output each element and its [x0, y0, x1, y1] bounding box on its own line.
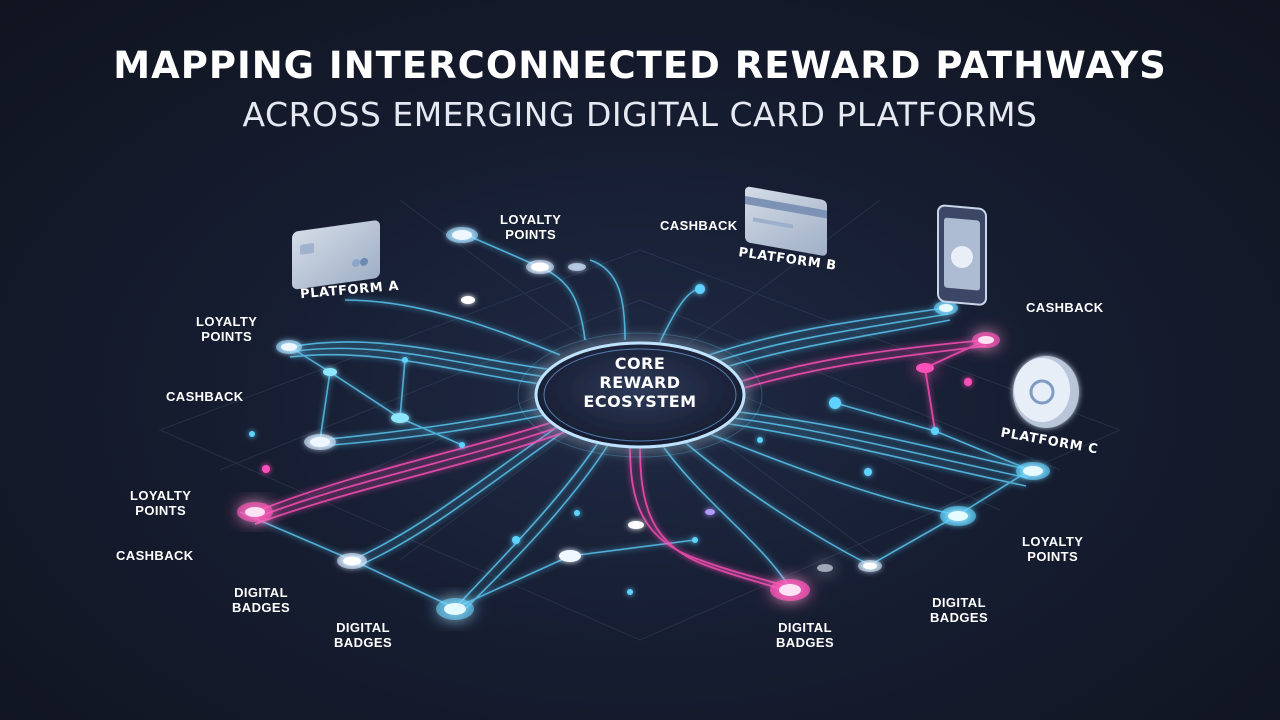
node-loyalty-left — [276, 340, 302, 354]
label-cashback-left: CASHBACK — [166, 389, 244, 404]
title-block: MAPPING INTERCONNECTED REWARD PATHWAYS A… — [0, 40, 1280, 138]
page-title: MAPPING INTERCONNECTED REWARD PATHWAYS — [113, 44, 1167, 87]
node-platform-b — [934, 301, 958, 315]
scatter-dots — [249, 284, 939, 595]
page-subtitle: ACROSS EMERGING DIGITAL CARD PLATFORMS — [242, 95, 1038, 134]
core-reward-ecosystem — [517, 332, 763, 458]
node-mid-bottom — [559, 509, 715, 562]
node-loyalty-left-low — [237, 502, 273, 522]
node-loyalty-top — [446, 227, 478, 243]
node-inner-left — [323, 368, 409, 423]
platform-a-card — [292, 220, 380, 290]
label-cashback-top: CASHBACK — [660, 218, 738, 233]
node-cashback-left-low — [337, 553, 367, 569]
phone-icon — [937, 204, 987, 306]
scatter-dots-magenta — [262, 378, 972, 473]
node-badges-bottom — [770, 564, 833, 601]
node-loyalty-right — [940, 506, 976, 526]
node-badges-bottom-left — [436, 598, 474, 620]
node-cashback-left — [304, 434, 336, 450]
core-label: CORE REWARD ECOSYSTEM — [570, 354, 710, 411]
node-cashback-top — [526, 260, 586, 274]
core-label-line2: REWARD — [599, 373, 681, 392]
node-cashback-right — [916, 332, 1000, 373]
core-label-line3: ECOSYSTEM — [583, 392, 697, 411]
node-platform-c — [1016, 462, 1050, 480]
label-cashback-right: CASHBACK — [1026, 300, 1104, 315]
platform-c-coin-icon — [1013, 356, 1079, 428]
pathways-cyan — [239, 232, 1031, 613]
node-badges-right — [858, 560, 882, 572]
core-label-line1: CORE — [614, 354, 666, 373]
node-small-a — [461, 296, 475, 304]
platform-b-card — [745, 186, 827, 256]
label-cashback-left-low: CASHBACK — [116, 548, 194, 563]
pathways-magenta — [254, 339, 987, 593]
